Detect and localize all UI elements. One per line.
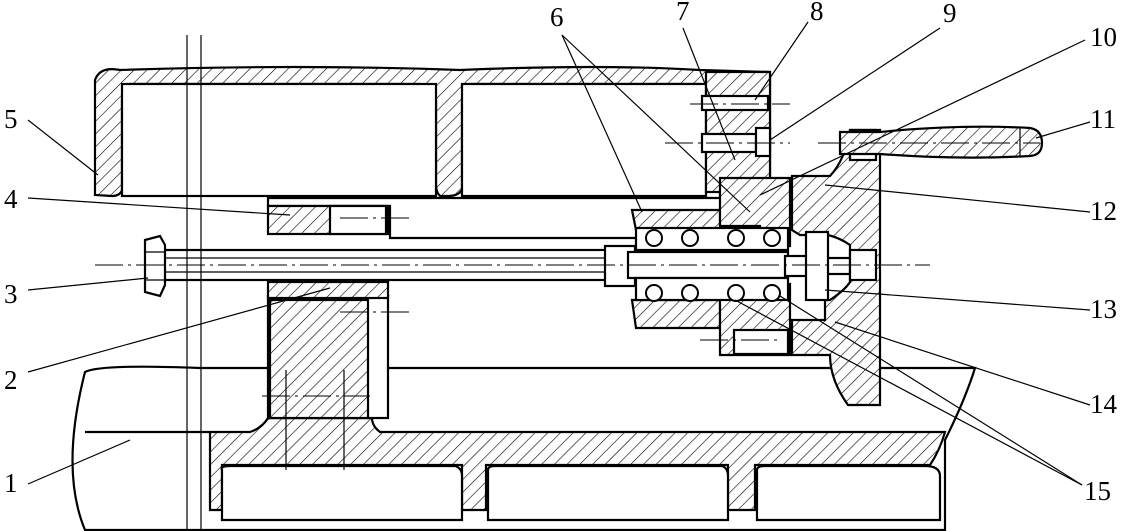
label-part-7: 7 bbox=[676, 0, 690, 26]
label-part-3: 3 bbox=[4, 279, 18, 309]
label-part-13: 13 bbox=[1090, 294, 1117, 324]
label-part-11: 11 bbox=[1090, 104, 1116, 134]
part-labels: 1 2 3 4 5 6 7 8 9 10 11 12 13 14 15 bbox=[4, 0, 1118, 506]
handle bbox=[838, 125, 1044, 159]
leader-lines bbox=[27, 21, 1091, 486]
screws bbox=[285, 328, 790, 470]
end-nut bbox=[143, 234, 167, 298]
slide-nut bbox=[266, 204, 390, 300]
label-part-1: 1 bbox=[4, 468, 18, 498]
label-part-6: 6 bbox=[550, 2, 564, 32]
label-part-14: 14 bbox=[1090, 389, 1118, 419]
label-part-2: 2 bbox=[4, 365, 18, 395]
label-part-5: 5 bbox=[4, 104, 18, 134]
label-part-8: 8 bbox=[810, 0, 824, 26]
upper-housing bbox=[93, 65, 772, 198]
bearings bbox=[645, 229, 781, 302]
label-part-12: 12 bbox=[1090, 196, 1117, 226]
vertical-rod bbox=[186, 35, 202, 531]
label-part-10: 10 bbox=[1090, 22, 1117, 52]
label-part-9: 9 bbox=[943, 0, 957, 28]
end-flange bbox=[700, 70, 772, 194]
label-part-4: 4 bbox=[4, 184, 18, 214]
centerlines bbox=[95, 103, 1040, 397]
label-part-15: 15 bbox=[1084, 476, 1111, 506]
